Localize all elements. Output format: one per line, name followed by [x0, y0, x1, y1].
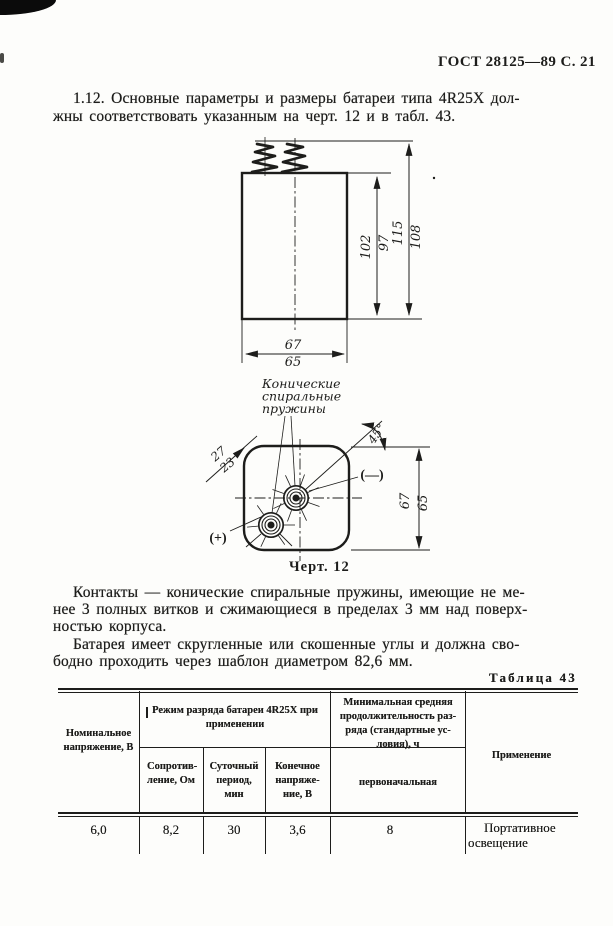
table-rule — [330, 691, 332, 812]
minus-terminal-label: (—) — [360, 468, 384, 483]
dim-width: 67 — [285, 338, 302, 353]
springs-callout: Конические спиральные пружины — [261, 376, 341, 514]
cell-application: Портативное освещение — [468, 820, 556, 850]
extension-lines-top — [351, 446, 430, 551]
header-nominal-voltage: Номинальное напряжение, В — [63, 728, 134, 753]
conical-spring-icon — [250, 142, 309, 174]
header-resistance: Сопротив-ление, Ом — [147, 761, 198, 786]
extension-lines-front — [241, 140, 422, 363]
battery-front-view — [240, 137, 436, 363]
dim-height-outer: 115 — [391, 221, 406, 246]
table-rule — [465, 817, 467, 854]
header-final-voltage: Конечное напряже-ние, В — [275, 761, 320, 800]
header-daily-period: Суточный период, мин — [209, 761, 259, 800]
cell-initial: 8 — [386, 822, 394, 837]
battery-top-view — [205, 420, 430, 561]
dim-width-min: 65 — [285, 355, 302, 370]
springs-label-line2: спиральные — [262, 389, 341, 404]
angle-arc — [360, 422, 387, 452]
contact-spring-center-icon — [272, 474, 320, 522]
dim-height-outer-min: 108 — [409, 225, 424, 250]
leader-lines — [229, 420, 383, 532]
contacts-paragraph-line1: Контакты — конические спиральные пружины… — [73, 584, 525, 601]
springs-label-line1: Конические — [261, 376, 341, 391]
cell-final-voltage: 3,6 — [289, 822, 306, 837]
plus-terminal-label: (+) — [209, 531, 227, 546]
page-header: ГОСТ 28125—89 С. 21 — [438, 54, 596, 70]
figure-caption: Черт. 12 — [289, 559, 350, 575]
contacts-paragraph-line2: нее 3 полных витков и сжимающиеся в пред… — [53, 601, 528, 618]
intro-paragraph-line1: 1.12. Основные параметры и размеры батар… — [73, 90, 520, 107]
print-artifact — [146, 707, 148, 718]
contacts-paragraph-line3: ностью корпуса. — [53, 618, 167, 635]
angle-label: 45° — [364, 421, 388, 447]
dim-line-27-23 — [205, 447, 245, 483]
table-rule — [203, 748, 205, 812]
table-border — [58, 812, 578, 814]
table-border — [58, 815, 578, 817]
scan-speck — [0, 53, 4, 63]
table-rule — [139, 817, 141, 854]
springs-label-line3: пружины — [262, 401, 326, 416]
table-border — [139, 747, 465, 749]
dim-height-inner-min: 97 — [377, 234, 392, 251]
table-rule — [265, 817, 267, 854]
table-label: Таблица 43 — [488, 670, 577, 685]
table-rule — [330, 817, 332, 854]
table-rule — [465, 691, 467, 812]
gauge-paragraph-line1: Батарея имеет скругленные или скошенные … — [73, 636, 520, 653]
table-rule — [203, 817, 205, 854]
battery-body-outline — [240, 171, 349, 321]
dim-height-inner: 102 — [359, 235, 374, 260]
technical-drawing-fig12: 102 97 115 108 67 65 Конические спиральн… — [205, 137, 436, 575]
table-rule — [139, 691, 141, 812]
dim-side: 67 — [398, 492, 413, 509]
header-min-duration: Минимальная средняя продолжительность ра… — [339, 697, 457, 750]
dim-side-min: 65 — [416, 495, 431, 512]
cell-resistance: 8,2 — [162, 822, 180, 837]
header-initial: первоначальная — [359, 777, 437, 788]
header-discharge-mode: Режим разряда батареи 4R25X при применен… — [152, 705, 318, 730]
table-border — [58, 688, 578, 690]
intro-paragraph-line2: жны соответствовать указанным на черт. 1… — [53, 108, 456, 125]
table-rule — [265, 748, 267, 812]
gauge-paragraph-line2: бодно проходить через шаблон диаметром 8… — [53, 653, 413, 670]
table-border — [58, 691, 578, 693]
cell-daily-period: 30 — [227, 822, 241, 837]
header-application: Применение — [491, 750, 552, 761]
scan-dot — [432, 176, 436, 180]
contact-spring-offset-icon — [245, 503, 295, 548]
scan-corner-artifact — [0, 0, 56, 15]
cell-nominal-voltage: 6,0 — [90, 822, 107, 837]
